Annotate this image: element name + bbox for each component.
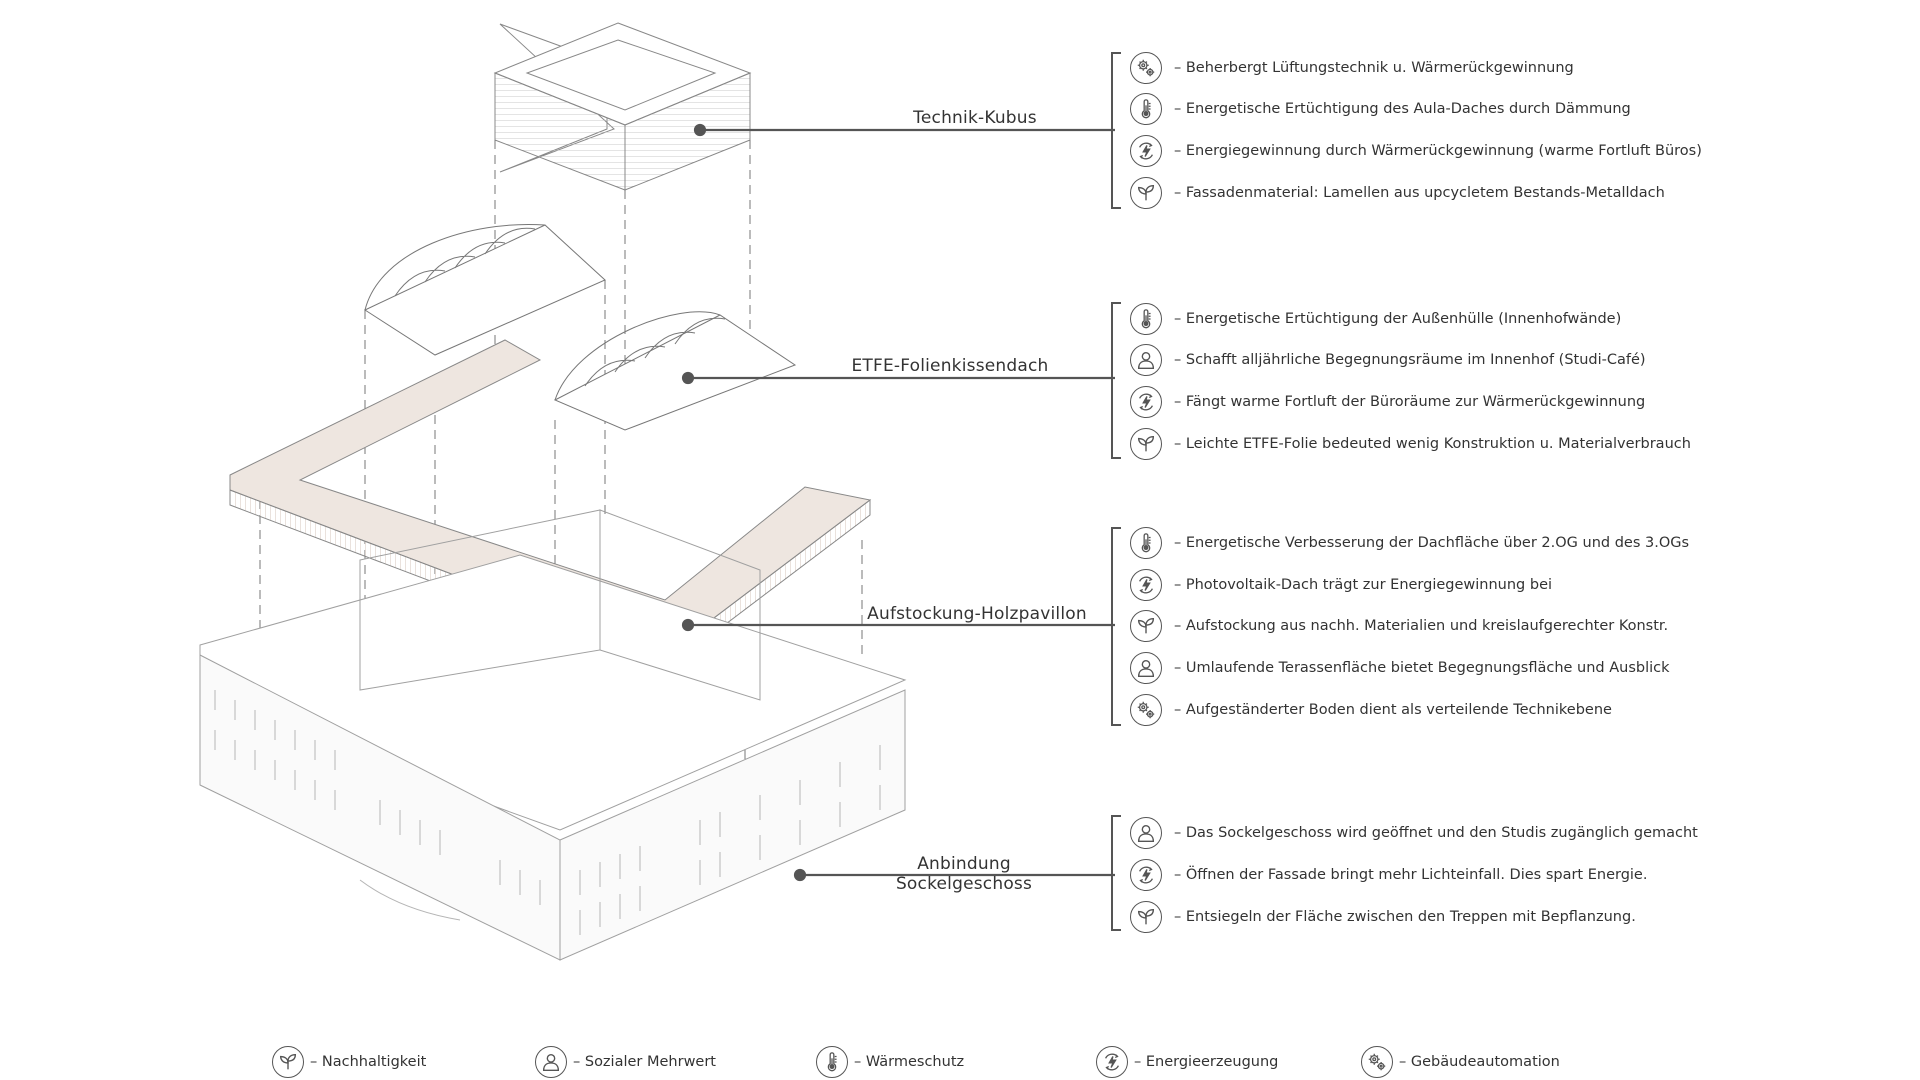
list-item: – Energiegewinnung durch Wärmerückgewinn… [1130, 132, 1702, 170]
item-text: – Photovoltaik-Dach trägt zur Energiegew… [1174, 577, 1553, 593]
leaf-icon [1130, 177, 1162, 209]
existing-building-drawing [199, 509, 907, 961]
bracket-technik-kubus [1111, 52, 1121, 209]
list-item: – Fängt warme Fortluft der Büroräume zur… [1130, 383, 1645, 421]
item-text: – Energetische Verbesserung der Dachfläc… [1174, 535, 1690, 551]
legend-label: – Gebäudeautomation [1399, 1054, 1560, 1070]
energy-icon [1096, 1046, 1128, 1078]
list-item: – Das Sockelgeschoss wird geöffnet und d… [1130, 814, 1698, 852]
legend-item-nachhaltigkeit: – Nachhaltigkeit [272, 1044, 426, 1080]
list-item: – Schafft alljährliche Begegnungsräume i… [1130, 341, 1646, 379]
leader-lines [681, 123, 1115, 882]
legend-item-gebaeudeautomation: – Gebäudeautomation [1361, 1044, 1560, 1080]
legend-label: – Wärmeschutz [854, 1054, 965, 1070]
item-text: – Beherbergt Lüftungstechnik u. Wärmerüc… [1174, 60, 1574, 76]
legend-item-energieerzeugung: – Energieerzeugung [1096, 1044, 1278, 1080]
gears-icon [1130, 52, 1162, 84]
item-text: – Schafft alljährliche Begegnungsräume i… [1174, 352, 1646, 368]
person-icon [1130, 652, 1162, 684]
energy-icon [1130, 135, 1162, 167]
energy-icon [1130, 859, 1162, 891]
list-item: – Aufstockung aus nachh. Materialien und… [1130, 607, 1668, 645]
person-icon [1130, 344, 1162, 376]
thermometer-icon [816, 1046, 848, 1078]
list-item: – Leichte ETFE-Folie bedeuted wenig Kons… [1130, 425, 1691, 463]
bracket-etfe [1111, 302, 1121, 459]
leaf-icon [1130, 610, 1162, 642]
section-title-sockelgeschoss: Anbindung Sockelgeschoss [895, 854, 1033, 894]
list-item: – Umlaufende Terassenfläche bietet Begeg… [1130, 649, 1670, 687]
person-icon [535, 1046, 567, 1078]
technik-kubus-drawing [493, 22, 752, 191]
person-icon [1130, 817, 1162, 849]
energy-icon [1130, 386, 1162, 418]
list-item: – Öffnen der Fassade bringt mehr Lichtei… [1130, 856, 1647, 894]
thermometer-icon [1130, 303, 1162, 335]
list-item: – Entsiegeln der Fläche zwischen den Tre… [1130, 898, 1636, 936]
list-item: – Photovoltaik-Dach trägt zur Energiegew… [1130, 566, 1552, 604]
item-text: – Das Sockelgeschoss wird geöffnet und d… [1174, 825, 1698, 841]
legend-item-waermeschutz: – Wärmeschutz [816, 1044, 964, 1080]
leaf-icon [1130, 428, 1162, 460]
item-text: – Leichte ETFE-Folie bedeuted wenig Kons… [1174, 436, 1691, 452]
etfe-roof-drawing [363, 223, 797, 431]
item-text: – Aufstockung aus nachh. Materialien und… [1174, 618, 1669, 634]
energy-icon [1130, 569, 1162, 601]
thermometer-icon [1130, 527, 1162, 559]
legend-label: – Nachhaltigkeit [310, 1054, 427, 1070]
item-text: – Aufgeständerter Boden dient als vertei… [1174, 702, 1612, 718]
list-item: – Energetische Verbesserung der Dachfläc… [1130, 524, 1689, 562]
gears-icon [1361, 1046, 1393, 1078]
item-text: – Öffnen der Fassade bringt mehr Lichtei… [1174, 867, 1648, 883]
list-item: – Fassadenmaterial: Lamellen aus upcycle… [1130, 174, 1665, 212]
section-title-technik-kubus: Technik-Kubus [913, 108, 1037, 128]
item-text: – Energiegewinnung durch Wärmerückgewinn… [1174, 143, 1702, 159]
thermometer-icon [1130, 93, 1162, 125]
section-title-etfe: ETFE-Folienkissendach [851, 356, 1049, 376]
legend-label: – Energieerzeugung [1134, 1054, 1279, 1070]
leaf-icon [1130, 901, 1162, 933]
item-text: – Fängt warme Fortluft der Büroräume zur… [1174, 394, 1646, 410]
legend-item-sozialer-mehrwert: – Sozialer Mehrwert [535, 1044, 716, 1080]
item-text: – Energetische Ertüchtigung der Außenhül… [1174, 311, 1622, 327]
item-text: – Fassadenmaterial: Lamellen aus upcycle… [1174, 185, 1665, 201]
list-item: – Energetische Ertüchtigung des Aula-Dac… [1130, 90, 1631, 128]
list-item: – Energetische Ertüchtigung der Außenhül… [1130, 300, 1621, 338]
bracket-aufstockung [1111, 527, 1121, 726]
legend-label: – Sozialer Mehrwert [573, 1054, 716, 1070]
section-title-aufstockung: Aufstockung-Holzpavillon [867, 604, 1087, 624]
leaf-icon [272, 1046, 304, 1078]
gears-icon [1130, 694, 1162, 726]
item-text: – Umlaufende Terassenfläche bietet Begeg… [1174, 660, 1670, 676]
item-text: – Energetische Ertüchtigung des Aula-Dac… [1174, 101, 1631, 117]
exploded-building-illustration [199, 22, 907, 961]
bracket-sockelgeschoss [1111, 815, 1121, 931]
item-text: – Entsiegeln der Fläche zwischen den Tre… [1174, 909, 1636, 925]
list-item: – Aufgeständerter Boden dient als vertei… [1130, 691, 1612, 729]
list-item: – Beherbergt Lüftungstechnik u. Wärmerüc… [1130, 49, 1574, 87]
